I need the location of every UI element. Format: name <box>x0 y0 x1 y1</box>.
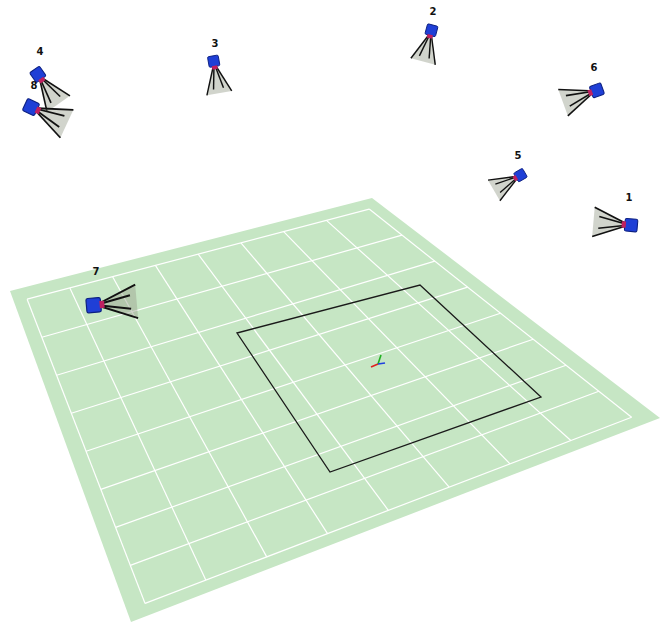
grid-line <box>241 243 449 487</box>
callout-number: 3 <box>210 38 221 50</box>
axis-line <box>371 364 378 367</box>
frustum-ray <box>423 32 443 65</box>
cameras <box>19 22 639 323</box>
ground-grid <box>27 209 632 603</box>
callout-number: 5 <box>513 150 524 162</box>
frustum-ray <box>202 63 220 95</box>
camera-lens <box>38 77 45 84</box>
grid-line <box>130 391 598 565</box>
frustum-ray <box>96 301 138 321</box>
camera-body <box>207 55 220 68</box>
origin-axes <box>371 355 385 367</box>
camera-icon <box>592 207 638 240</box>
callout-number: 2 <box>428 6 439 18</box>
frustum-ray <box>488 166 519 191</box>
grid-line <box>101 339 533 489</box>
callout-number: 7 <box>91 266 102 278</box>
grid-line <box>116 365 566 527</box>
camera-icon <box>411 22 445 65</box>
camera-lens <box>99 301 104 309</box>
grid-line <box>284 232 510 464</box>
grid-line <box>369 209 631 417</box>
camera-frustum <box>592 207 630 239</box>
camera-lens <box>513 175 518 181</box>
frustum-ray <box>33 94 73 124</box>
grid-line <box>86 313 500 451</box>
camera-icon <box>19 90 74 137</box>
camera-lens <box>35 106 42 114</box>
camera-frustum <box>202 61 232 96</box>
capture-area <box>237 285 541 472</box>
axis-line <box>378 355 381 364</box>
camera-lens <box>427 34 433 39</box>
callout-number: 6 <box>589 62 600 74</box>
grid-line <box>27 299 145 603</box>
axis-line <box>378 363 385 364</box>
camera-body <box>624 218 638 232</box>
ground-plane <box>10 198 660 622</box>
camera-body <box>86 297 102 313</box>
grid-line <box>145 417 632 603</box>
camera-lens <box>587 89 593 96</box>
camera-icon <box>85 285 138 323</box>
camera-frustum <box>95 285 139 322</box>
frustum-ray <box>558 78 595 103</box>
callout-number: 8 <box>29 80 40 92</box>
frustum-ray <box>592 222 629 240</box>
camera-icon <box>488 162 531 200</box>
camera-lens <box>212 65 218 69</box>
camera-lens <box>621 221 626 228</box>
camera-body <box>514 168 528 182</box>
grid-line <box>326 220 570 440</box>
camera-body <box>425 24 438 37</box>
callout-number: 4 <box>35 46 46 58</box>
camera-icon <box>558 75 607 116</box>
camera-icon <box>200 54 231 96</box>
callout-number: 1 <box>624 192 635 204</box>
